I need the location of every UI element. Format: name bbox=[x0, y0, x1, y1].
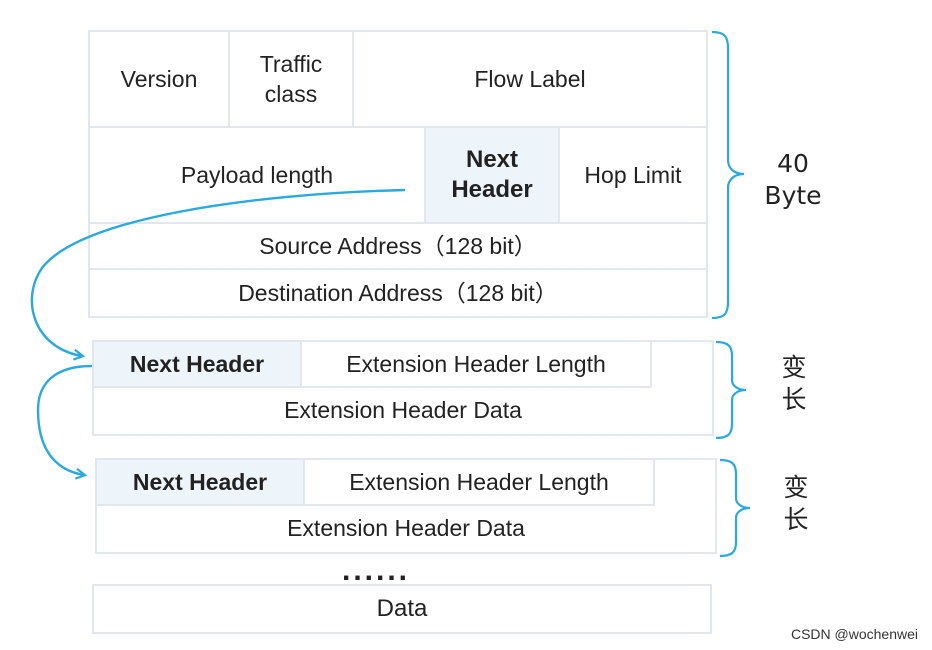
next-header-arrow-2 bbox=[36, 364, 93, 475]
traffic-class-line1: Traffic bbox=[259, 51, 323, 77]
ext1-size-char2: 长 bbox=[781, 385, 807, 414]
ext1-size-bracket bbox=[715, 340, 747, 440]
ext2-data-field: Extension Header Data bbox=[95, 504, 717, 554]
next-header-line1: Next bbox=[465, 146, 519, 173]
ext1-next-header-field: Next Header bbox=[92, 340, 302, 388]
traffic-class-line2: class bbox=[264, 81, 318, 107]
hop-limit-field: Hop Limit bbox=[558, 126, 708, 224]
header-size-label: 40 Byte bbox=[758, 148, 828, 212]
header-size-number: 40 bbox=[777, 149, 809, 178]
ext1-size-label: 变 长 bbox=[776, 352, 812, 416]
version-field: Version bbox=[88, 30, 230, 128]
ext1-data-field: Extension Header Data bbox=[92, 386, 714, 436]
ext2-length-field: Extension Header Length bbox=[303, 458, 655, 506]
ext2-size-char2: 长 bbox=[783, 505, 809, 534]
destination-address-field: Destination Address（128 bit） bbox=[88, 268, 708, 318]
data-field: Data bbox=[92, 584, 712, 634]
next-header-line2: Header bbox=[451, 176, 533, 203]
header-size-bracket bbox=[711, 30, 745, 320]
ext2-size-label: 变 长 bbox=[778, 472, 814, 536]
ext2-size-bracket bbox=[719, 458, 751, 558]
header-size-unit: Byte bbox=[764, 181, 822, 210]
watermark: CSDN @wochenwei bbox=[790, 626, 918, 642]
ext1-size-char1: 变 bbox=[781, 353, 807, 382]
ext2-next-header-field: Next Header bbox=[95, 458, 305, 506]
next-header-arrow-1 bbox=[30, 188, 406, 356]
ext2-size-char1: 变 bbox=[783, 473, 809, 502]
next-header-field: Next Header bbox=[424, 126, 560, 224]
ellipsis: ...... bbox=[342, 554, 411, 587]
ext1-length-field: Extension Header Length bbox=[300, 340, 652, 388]
